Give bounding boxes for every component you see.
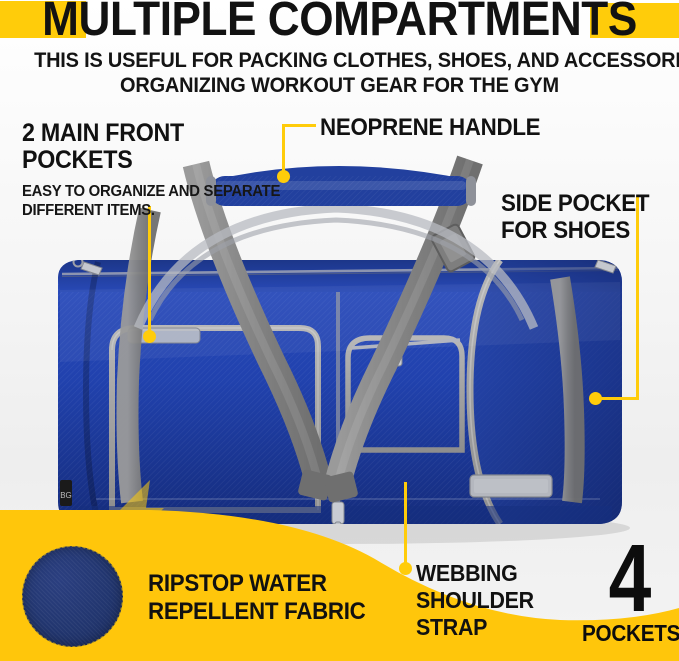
zipper-pull-main	[331, 501, 345, 524]
bottom-yellow-wave	[0, 510, 679, 661]
subtitle-line-2: ORGANIZING WORKOUT GEAR FOR THE GYM	[120, 74, 559, 97]
zipper-pull-topleft	[72, 260, 103, 276]
callout-dot-side-pocket	[589, 392, 602, 405]
annotation-neoprene-handle-label: NEOPRENE HANDLE	[320, 114, 541, 141]
callout-dot-neoprene	[277, 170, 290, 183]
fabric-swatch-edge	[22, 546, 123, 647]
annotation-front-pockets-line-2: POCKETS	[22, 146, 133, 174]
annotation-ripstop-line-2: REPELLENT FABRIC	[148, 598, 366, 625]
header-accent-bar-left	[0, 1, 86, 38]
webbing-shoulder-strap	[116, 155, 585, 504]
subtitle-line-1: THIS IS USEFUL FOR PACKING CLOTHES, SHOE…	[34, 49, 679, 72]
leader-line-neoprene-v	[282, 124, 285, 178]
annotation-neoprene-handle: NEOPRENE HANDLE	[320, 115, 557, 141]
callout-dot-webbing	[399, 562, 412, 575]
annotation-ripstop-fabric: RIPSTOP WATER REPELLENT FABRIC	[148, 570, 382, 626]
leader-line-front-pockets	[148, 206, 151, 334]
header-accent-bar-right	[590, 3, 679, 38]
annotation-ripstop-line-1: RIPSTOP WATER	[148, 570, 327, 597]
leader-line-webbing	[404, 482, 407, 568]
brand-tag	[60, 480, 72, 506]
annotation-side-pocket: SIDE POCKET FOR SHOES	[501, 190, 660, 244]
page-subtitle: THIS IS USEFUL FOR PACKING CLOTHES, SHOE…	[34, 48, 679, 98]
annotation-front-pockets-sub-line-1: EASY TO ORGANIZE AND SEPARATE	[22, 183, 281, 200]
annotation-webbing-line-1: WEBBING	[416, 560, 518, 586]
leader-line-side-pocket-h	[600, 397, 639, 400]
annotation-webbing-line-3: STRAP	[416, 614, 488, 640]
neoprene-handle	[133, 166, 539, 330]
page-title: MULTIPLE COMPARTMENTS	[42, 0, 637, 46]
callout-dot-front-pockets	[143, 330, 156, 343]
annotation-side-pocket-line-2: FOR SHOES	[501, 217, 630, 244]
duffel-bag-illustration: BG	[50, 155, 630, 550]
annotation-front-pockets-sub: EASY TO ORGANIZE AND SEPARATE DIFFERENT …	[22, 182, 300, 220]
annotation-front-pockets-line-1: 2 MAIN FRONT	[22, 119, 184, 147]
annotation-webbing-line-2: SHOULDER	[416, 587, 534, 613]
annotation-front-pockets-sub-line-2: DIFFERENT ITEMS.	[22, 202, 155, 219]
leader-line-neoprene-h	[282, 124, 316, 127]
leader-line-side-pocket-v	[636, 196, 639, 398]
pockets-count-number: 4	[608, 525, 652, 632]
svg-text:BG: BG	[60, 491, 72, 500]
zipper-pull-topright	[594, 260, 617, 274]
annotation-front-pockets: 2 MAIN FRONT POCKETS	[22, 120, 196, 174]
annotation-webbing-strap: WEBBING SHOULDER STRAP	[416, 560, 543, 641]
annotation-side-pocket-line-1: SIDE POCKET	[501, 190, 650, 217]
pockets-count-label: POCKETS	[582, 620, 679, 646]
